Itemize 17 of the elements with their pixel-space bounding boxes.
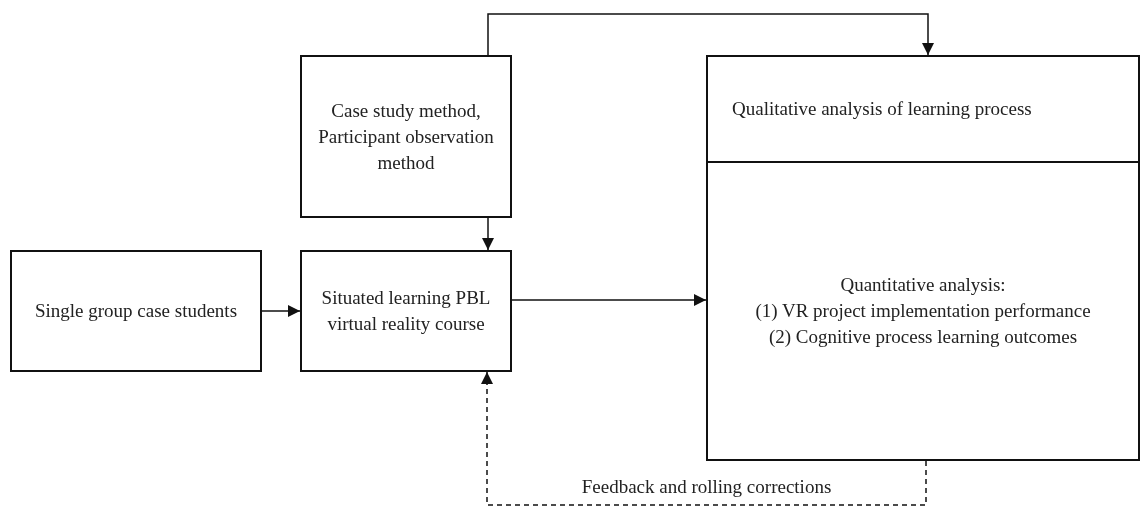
box-text: (2) Cognitive process learning outcomes <box>768 325 1078 349</box>
box-text: Qualitative analysis of learning process <box>732 97 1032 121</box>
process-box <box>300 250 512 372</box>
arrow <box>482 217 494 251</box>
box-text: Single group case students <box>34 299 238 323</box>
box-text: (1) VR project implementation performance <box>755 299 1091 323</box>
process-box <box>706 55 1140 163</box>
process-box <box>300 55 512 218</box>
arrow <box>261 305 301 317</box>
box-text: Case study method, Participant observation method <box>318 98 494 175</box>
process-box <box>10 250 262 372</box>
arrow <box>511 294 707 306</box>
process-box <box>706 161 1140 461</box>
arrow <box>481 371 927 506</box>
arrow <box>487 13 934 56</box>
box-text: Quantitative analysis: <box>840 273 1006 297</box>
box-text: Situated learning PBL virtual reality course <box>320 286 492 336</box>
